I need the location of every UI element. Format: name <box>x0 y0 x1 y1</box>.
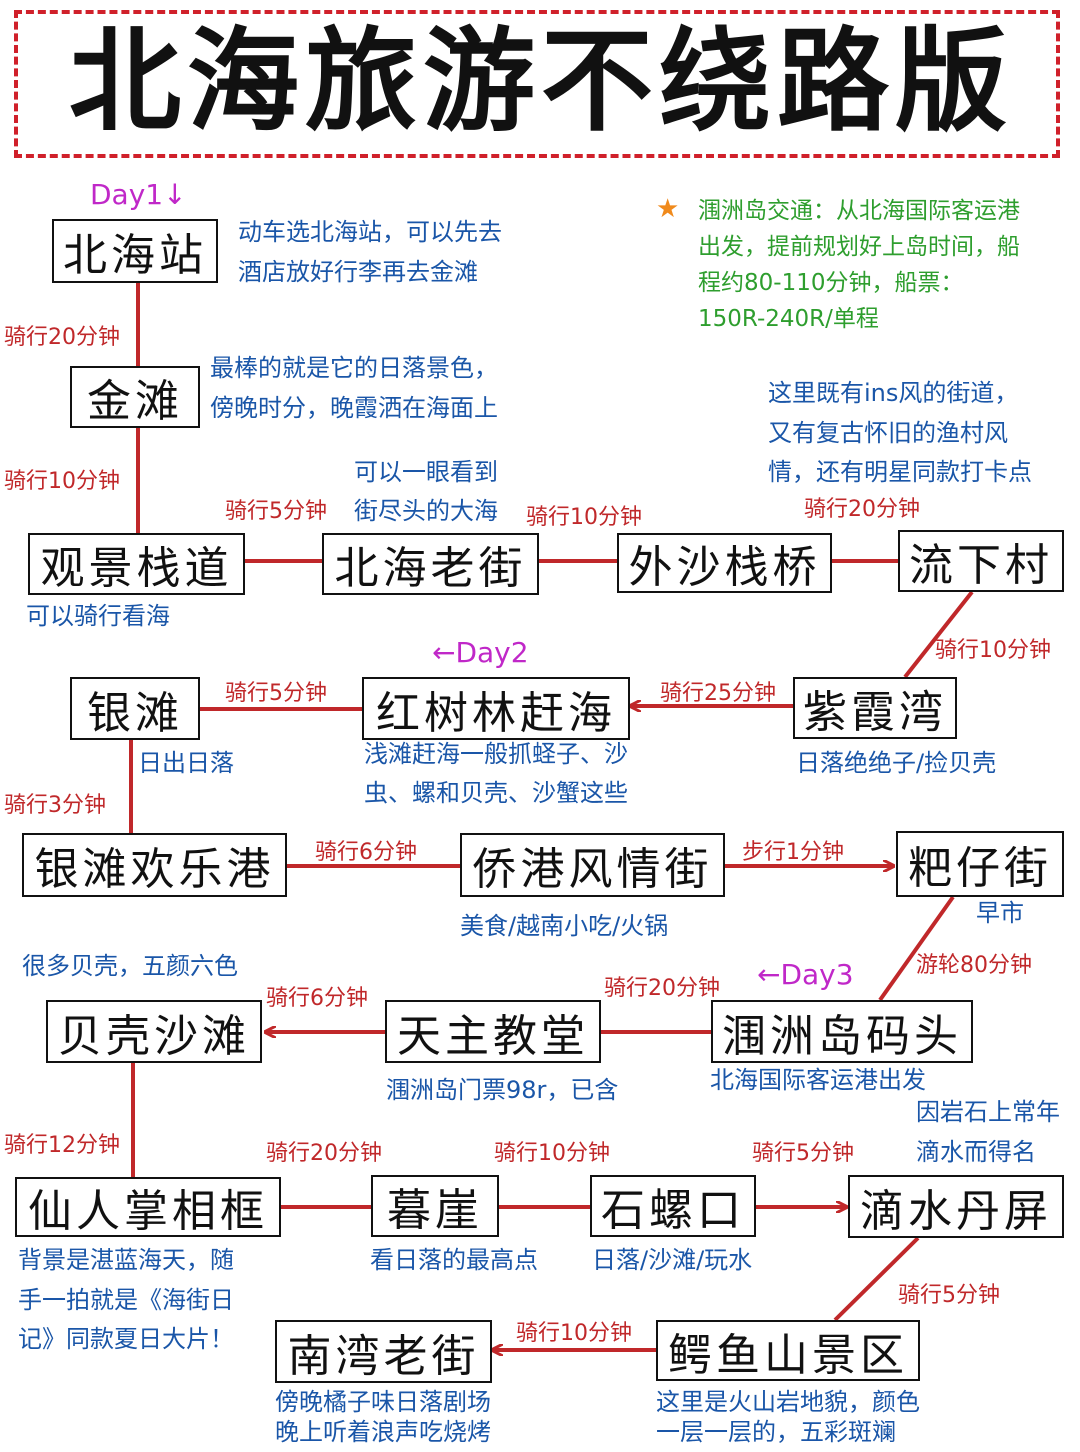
note-dishui-2: 滴水而得名 <box>916 1138 1036 1166</box>
note-jintan-2: 傍晚时分，晚霞洒在海面上 <box>210 394 498 422</box>
note-zixia: 日落绝绝子/捡贝壳 <box>796 749 997 777</box>
edge-label-waisha-liuxia: 骑行20分钟 <box>804 497 920 522</box>
edge-label-zixia-hongshulin: 骑行25分钟 <box>660 681 776 706</box>
note-gezai: 早市 <box>976 899 1024 927</box>
stop-eyushan-jingqu: 鳄鱼山景区 <box>656 1320 920 1381</box>
note-laojie-1: 可以一眼看到 <box>354 458 498 486</box>
ferry-info-line-2: 出发，提前规划好上岛时间，船 <box>698 234 1020 260</box>
route-dishui-eyushan <box>833 1236 920 1322</box>
edge-label-shiluokou-dishui: 骑行5分钟 <box>752 1141 854 1166</box>
stop-beihai-station: 北海站 <box>52 219 218 283</box>
note-dishui-1: 因岩石上常年 <box>916 1098 1060 1126</box>
stop-beike-shatan: 贝壳沙滩 <box>46 1000 262 1063</box>
stop-gezai-jie: 粑仔街 <box>896 831 1064 897</box>
note-nanwan-2: 晚上听着浪声吃烧烤 <box>275 1418 491 1446</box>
edge-label-hongshulin-yintan: 骑行5分钟 <box>225 681 327 706</box>
stop-muya: 暮崖 <box>371 1175 499 1237</box>
edge-label-matou-jiaotang: 骑行20分钟 <box>604 976 720 1001</box>
stop-shiluokou: 石螺口 <box>590 1175 756 1237</box>
edge-label-laojie-waisha: 骑行10分钟 <box>526 505 642 530</box>
note-eyushan-1: 这里是火山岩地貌，颜色 <box>656 1388 920 1416</box>
note-hongshulin-1: 浅滩赶海一般抓蛏子、沙 <box>364 740 628 768</box>
stop-jintan: 金滩 <box>70 366 200 428</box>
edge-label-xianrenzhang-muya: 骑行20分钟 <box>266 1141 382 1166</box>
day1-marker: Day1↓ <box>90 178 187 211</box>
note-eyushan-2: 一层一层的，五彩斑斓 <box>656 1418 896 1446</box>
note-beihai-station-1: 动车选北海站，可以先去 <box>238 218 502 246</box>
title-frame: 北海旅游不绕路版 <box>14 10 1060 158</box>
stop-tianzhu-jiaotang: 天主教堂 <box>385 1000 601 1063</box>
note-laojie-2: 街尽头的大海 <box>354 497 498 525</box>
note-qiaogang: 美食/越南小吃/火锅 <box>460 912 669 940</box>
note-yintan: 日出日落 <box>138 749 234 777</box>
note-liuxia-1: 这里既有ins风的街道， <box>768 379 1019 407</box>
edge-label-huanlegang-qiaogang: 骑行6分钟 <box>315 840 417 865</box>
stop-yintan: 银滩 <box>70 677 200 740</box>
stop-guanjing-zhandao: 观景栈道 <box>28 533 245 595</box>
note-liuxia-3: 情，还有明星同款打卡点 <box>768 458 1032 486</box>
edge-label-gezai-matou: 游轮80分钟 <box>916 953 1032 978</box>
note-shiluokou: 日落/沙滩/玩水 <box>592 1246 753 1274</box>
note-jintan-1: 最棒的就是它的日落景色， <box>210 354 498 382</box>
stop-zixia-wan: 紫霞湾 <box>793 677 957 739</box>
stop-liuxia-cun: 流下村 <box>898 530 1064 592</box>
star-icon: ★ <box>656 194 680 224</box>
stop-yintan-huanlegang: 银滩欢乐港 <box>22 833 287 897</box>
edge-label-guanjing-laojie: 骑行5分钟 <box>225 499 327 524</box>
edge-label-jiaotang-beike: 骑行6分钟 <box>266 986 368 1011</box>
page-title: 北海旅游不绕路版 <box>69 16 1013 147</box>
edge-label-muya-shiluokou: 骑行10分钟 <box>494 1141 610 1166</box>
stop-beihai-laojie: 北海老街 <box>322 533 539 595</box>
note-muya: 看日落的最高点 <box>370 1246 538 1274</box>
day3-marker: ←Day3 <box>757 958 854 991</box>
edge-label-liuxia-zixia: 骑行10分钟 <box>935 638 1051 663</box>
edge-label-yintan-huanlegang: 骑行3分钟 <box>4 793 106 818</box>
note-nanwan-1: 傍晚橘子味日落剧场 <box>275 1388 491 1416</box>
note-xianrenzhang-1: 背景是湛蓝海天，随 <box>18 1246 234 1274</box>
note-liuxia-2: 又有复古怀旧的渔村风 <box>768 419 1008 447</box>
note-beike: 很多贝壳，五颜六色 <box>22 952 238 980</box>
ferry-info-line-4: 150R-240R/单程 <box>698 306 879 332</box>
edge-label-station-jintan: 骑行20分钟 <box>4 325 120 350</box>
route-gezai-matou <box>878 895 955 1002</box>
note-hongshulin-2: 虫、螺和贝壳、沙蟹这些 <box>364 779 628 807</box>
edge-label-dishui-eyushan: 骑行5分钟 <box>898 1283 1000 1308</box>
note-beihai-station-2: 酒店放好行李再去金滩 <box>238 258 478 286</box>
stop-hongshulin-ganhai: 红树林赶海 <box>362 677 630 740</box>
day2-marker: ←Day2 <box>432 636 529 669</box>
stop-dishui-danping: 滴水丹屏 <box>848 1175 1064 1238</box>
note-xianrenzhang-3: 记》同款夏日大片！ <box>18 1325 234 1353</box>
stop-qiaogang-fengqingjie: 侨港风情街 <box>460 833 725 897</box>
ferry-info-line-1: 涠洲岛交通：从北海国际客运港 <box>698 198 1020 224</box>
stop-nanwan-laojie: 南湾老街 <box>275 1320 492 1383</box>
note-xianrenzhang-2: 手一拍就是《海街日 <box>18 1286 234 1314</box>
route-liuxia-zixia <box>903 590 974 679</box>
ferry-info-line-3: 程约80-110分钟，船票： <box>698 270 964 296</box>
edge-label-qiaogang-gezai: 步行1分钟 <box>742 840 844 865</box>
note-matou: 北海国际客运港出发 <box>710 1066 926 1094</box>
note-guanjing: 可以骑行看海 <box>26 602 170 630</box>
stop-waisha-zhanqiao: 外沙栈桥 <box>617 533 832 593</box>
stop-weizhou-matou: 涠洲岛码头 <box>711 1000 973 1063</box>
note-jiaotang: 涠洲岛门票98r，已含 <box>386 1076 619 1104</box>
edge-label-beike-xianrenzhang: 骑行12分钟 <box>4 1133 120 1158</box>
stop-xianrenzhang-xiangkuang: 仙人掌相框 <box>15 1177 281 1237</box>
edge-label-eyushan-nanwan: 骑行10分钟 <box>516 1321 632 1346</box>
edge-label-jintan-guanjing: 骑行10分钟 <box>4 469 120 494</box>
